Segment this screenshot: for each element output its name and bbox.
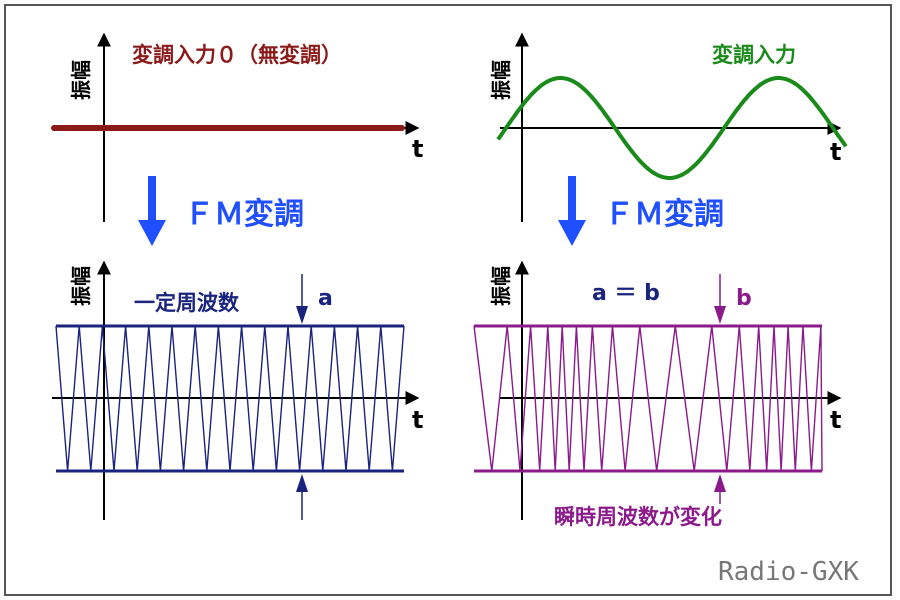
x-axis-label: t bbox=[412, 406, 423, 434]
fm-modulation-label: ＦＭ変調 bbox=[604, 197, 724, 232]
down-arrow-icon bbox=[138, 176, 166, 246]
constant-frequency-title: 一定周波数 bbox=[134, 291, 240, 315]
panel-instantaneous-frequency: 振幅 t a ＝ b b 瞬時周波数が変化 bbox=[473, 260, 841, 529]
x-axis-label: t bbox=[830, 406, 841, 434]
equality-label: a ＝ b bbox=[592, 281, 660, 306]
instantaneous-frequency-caption: 瞬時周波数が変化 bbox=[554, 505, 722, 529]
fm-arrow-left: ＦＭ変調 bbox=[138, 176, 304, 246]
fm-arrow-right: ＦＭ変調 bbox=[558, 176, 724, 246]
x-axis-label: t bbox=[830, 138, 841, 166]
y-axis-label: 振幅 bbox=[489, 266, 513, 306]
amplitude-marker-label: b bbox=[736, 286, 752, 311]
y-axis-label: 振幅 bbox=[69, 266, 93, 306]
watermark: Radio-GXK bbox=[718, 557, 859, 587]
arrow-head-icon bbox=[296, 306, 308, 324]
arrow-head-icon bbox=[714, 474, 726, 492]
down-arrow-icon bbox=[558, 176, 586, 246]
amplitude-marker-label: a bbox=[318, 286, 333, 311]
modulating-sine-wave bbox=[496, 76, 848, 180]
arrow-head-icon bbox=[296, 474, 308, 492]
y-axis-label: 振幅 bbox=[489, 60, 513, 100]
modulating-input-title: 変調入力 bbox=[712, 43, 796, 67]
y-axis-label: 振幅 bbox=[69, 60, 93, 100]
unmodulated-input-title: 変調入力０（無変調） bbox=[132, 43, 342, 67]
frequency-modulated-carrier bbox=[473, 325, 823, 472]
x-axis-label: t bbox=[412, 135, 423, 163]
arrow-head-icon bbox=[714, 306, 726, 324]
panel-unmodulated-input: 振幅 t 変調入力０（無変調） bbox=[51, 32, 423, 222]
fm-modulation-label: ＦＭ変調 bbox=[184, 197, 304, 232]
panel-modulating-input: 振幅 t 変調入力 bbox=[489, 32, 848, 222]
panel-constant-frequency: 振幅 t 一定周波数 a bbox=[52, 260, 423, 520]
